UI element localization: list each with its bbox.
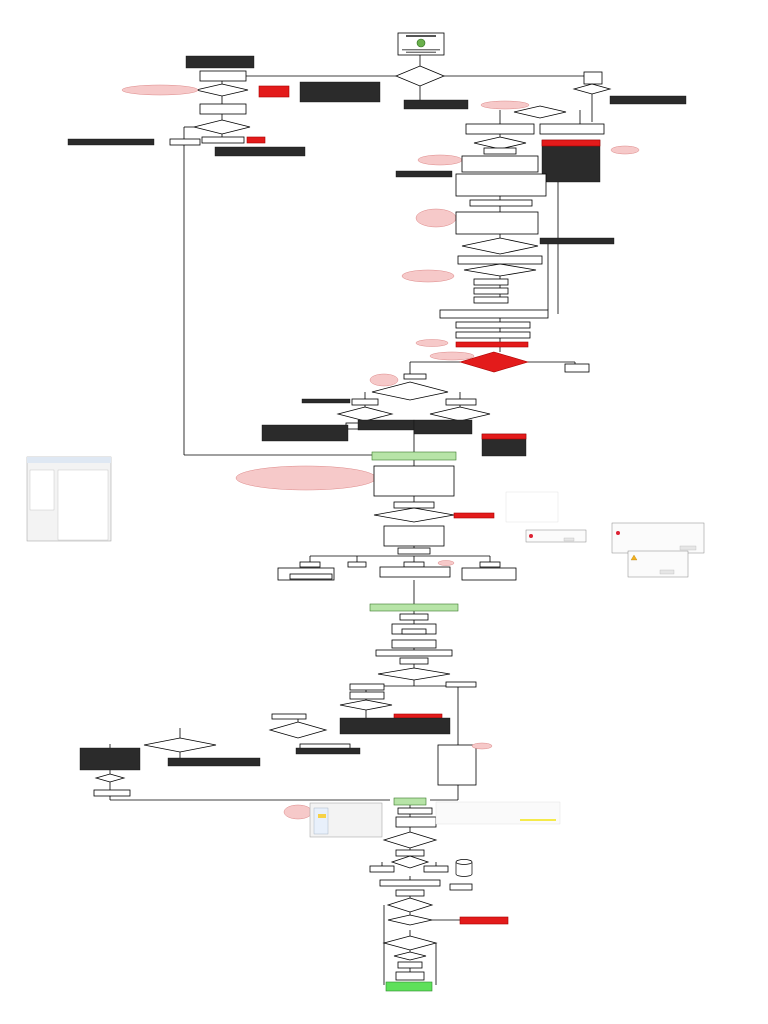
embedded-log-text — [435, 801, 561, 825]
note-cloud — [121, 84, 199, 96]
error-dialog-small — [525, 529, 587, 543]
right-upper-branch — [395, 71, 687, 348]
database-icon — [455, 859, 473, 877]
error-dialog-large — [611, 522, 705, 554]
warning-icon — [630, 554, 638, 561]
start-node — [397, 32, 445, 56]
decision-diamond — [394, 65, 446, 87]
embedded-screenshot-menu — [505, 491, 559, 523]
milestone-1 — [235, 451, 517, 581]
milestone-2 — [79, 603, 493, 797]
bottom-section — [283, 797, 509, 992]
warning-dialog — [627, 550, 689, 578]
error-gate — [261, 351, 590, 457]
top-row-nodes — [67, 55, 446, 157]
error-icon — [529, 534, 533, 538]
embedded-screenshot-left — [26, 456, 112, 542]
embedded-screenshot-table — [309, 802, 383, 838]
round-green-logo-icon — [416, 38, 426, 48]
